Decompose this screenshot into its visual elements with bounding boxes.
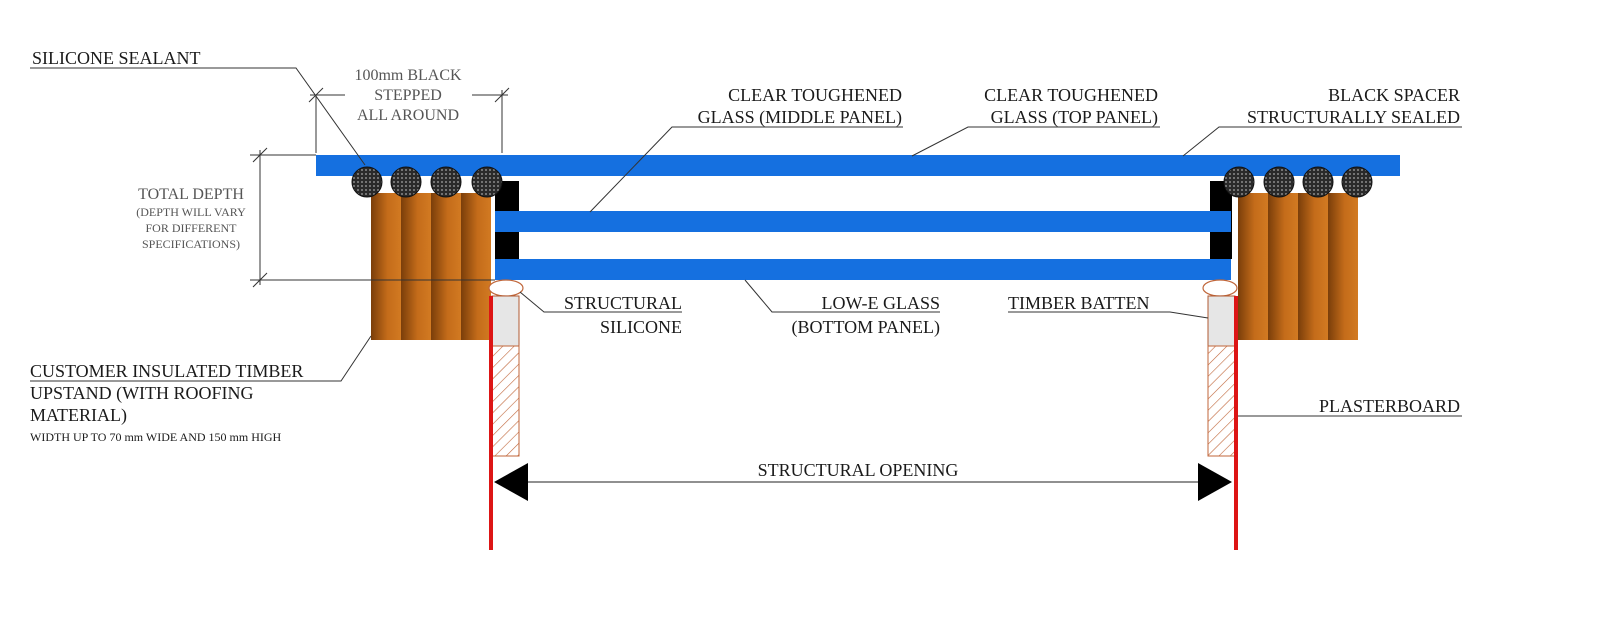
labels: SILICONE SEALANT 100mm BLACK STEPPED ALL… (30, 48, 1460, 480)
gasket-icon (1223, 166, 1255, 198)
right-timber-batten (1202, 279, 1238, 457)
gasket-icon (390, 166, 422, 198)
leader-lines (30, 67, 1462, 417)
arrow-right-icon (1198, 463, 1232, 501)
label-structural-silicone-line-2: SILICONE (600, 317, 682, 337)
label-stepped-line-2: STEPPED (374, 87, 442, 104)
label-depth-line-1: TOTAL DEPTH (138, 186, 244, 203)
gasket-icon (1263, 166, 1295, 198)
label-upstand-line-4: WIDTH UP TO 70 mm WIDE AND 150 mm HIGH (30, 430, 282, 444)
label-depth-line-3: FOR DIFFERENT (145, 221, 237, 235)
label-top-glass-line-2: GLASS (TOP PANEL) (991, 107, 1158, 128)
label-top-glass-line-1: CLEAR TOUGHENED (984, 85, 1158, 105)
gasket-icon (430, 166, 462, 198)
right-gaskets (1223, 166, 1373, 198)
label-spacer-line-1: BLACK SPACER (1328, 85, 1460, 105)
label-depth-line-4: SPECIFICATIONS) (142, 237, 240, 251)
stepped-dimension (308, 87, 510, 153)
middle-glass-panel (495, 211, 1231, 232)
label-plasterboard: PLASTERBOARD (1319, 396, 1460, 416)
label-structural-opening: STRUCTURAL OPENING (758, 460, 959, 480)
label-upstand-line-2: UPSTAND (WITH ROOFING (30, 383, 254, 404)
left-timber-batten (488, 279, 524, 457)
label-depth-line-2: (DEPTH WILL VARY (136, 205, 246, 219)
label-structural-silicone-line-1: STRUCTURAL (564, 293, 682, 313)
left-timber-upstand (371, 193, 491, 340)
label-middle-glass-line-1: CLEAR TOUGHENED (728, 85, 902, 105)
label-stepped-line-3: ALL AROUND (357, 107, 459, 124)
gasket-icon (471, 166, 503, 198)
label-lowe-glass-line-2: (BOTTOM PANEL) (791, 317, 940, 338)
label-upstand-line-3: MATERIAL) (30, 405, 127, 426)
arrow-left-icon (494, 463, 528, 501)
label-middle-glass-line-2: GLASS (MIDDLE PANEL) (698, 107, 902, 128)
right-timber-upstand (1238, 193, 1358, 340)
top-glass-panel (316, 155, 1400, 176)
label-lowe-glass-line-1: LOW-E GLASS (822, 293, 941, 313)
label-upstand-line-1: CUSTOMER INSULATED TIMBER (30, 361, 303, 381)
gasket-icon (1302, 166, 1334, 198)
label-timber-batten: TIMBER BATTEN (1008, 293, 1150, 313)
gasket-icon (351, 166, 383, 198)
label-spacer-line-2: STRUCTURALLY SEALED (1247, 107, 1460, 127)
structural-opening-dimension (494, 463, 1232, 501)
gasket-icon (1341, 166, 1373, 198)
bottom-glass-panel (495, 259, 1231, 280)
label-stepped-line-1: 100mm BLACK (354, 67, 462, 84)
label-silicone-sealant: SILICONE SEALANT (32, 48, 201, 68)
left-gaskets (351, 166, 503, 198)
total-depth-dimension (250, 147, 495, 288)
